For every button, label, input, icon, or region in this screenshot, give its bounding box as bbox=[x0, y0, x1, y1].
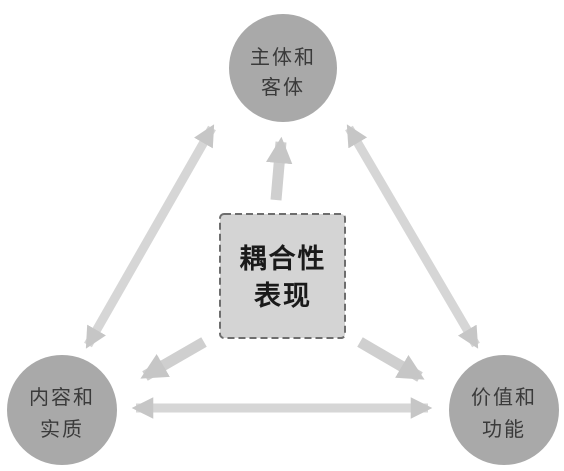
arrow-center-left bbox=[140, 337, 207, 381]
arrow-center-top bbox=[266, 136, 293, 201]
arrow-center-right bbox=[357, 337, 425, 382]
arrow-left-top bbox=[84, 124, 216, 349]
center-label-line1: 耦合性 bbox=[240, 243, 327, 275]
node-right-line1: 价值和 bbox=[471, 385, 537, 409]
arrow-top-right bbox=[345, 124, 480, 349]
node-left-circle bbox=[7, 355, 117, 465]
node-left-line1: 内容和 bbox=[29, 385, 95, 409]
node-top-circle bbox=[229, 14, 337, 122]
node-left-line2: 实质 bbox=[40, 417, 84, 441]
node-top-line2: 客体 bbox=[261, 75, 305, 99]
node-right-circle bbox=[449, 355, 559, 465]
center-box bbox=[219, 213, 346, 339]
node-right-line2: 功能 bbox=[482, 417, 526, 441]
node-top-line1: 主体和 bbox=[250, 45, 316, 69]
center-label-line2: 表现 bbox=[254, 281, 312, 312]
